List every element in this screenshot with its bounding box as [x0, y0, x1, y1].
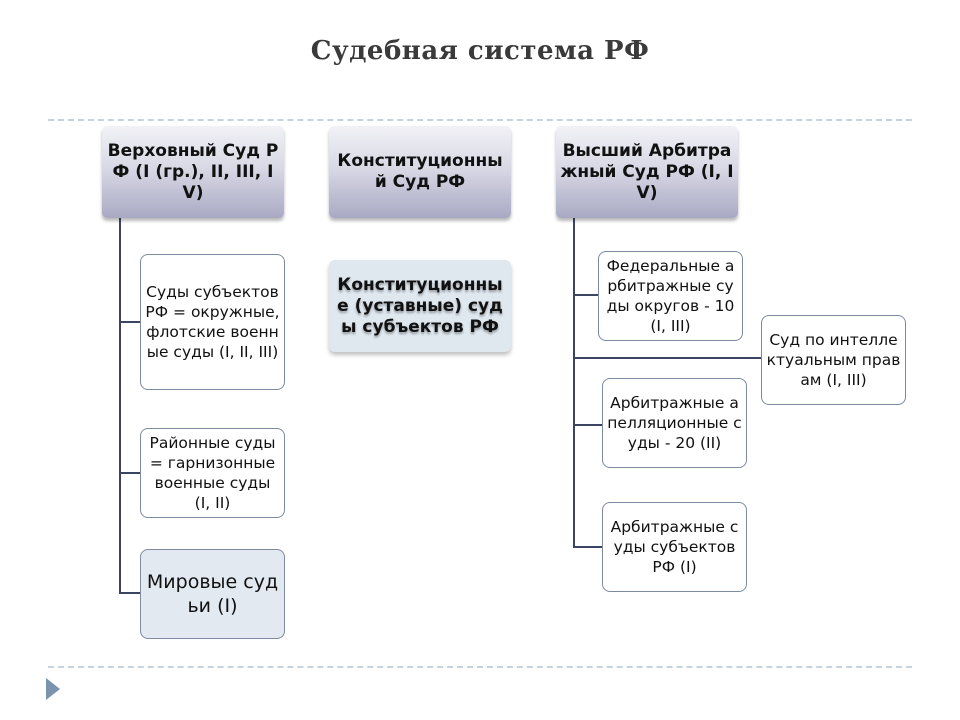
magistrates-box: Мировые судьи (I) [140, 549, 285, 639]
regional-arbitration-courts-box: Арбитражные суды субъектов РФ (I) [602, 502, 747, 592]
regional-arbitration-courts-label: Арбитражные суды субъектов РФ (I) [610, 518, 739, 576]
regional-constitutional-courts-label: Конституционные (уставные) суды субъекто… [337, 274, 503, 337]
district-courts-box: Районные суды = гарнизонные военные суды… [140, 428, 285, 518]
supreme-court-box: Верховный Суд РФ (I (гр.), II, III, IV) [102, 126, 284, 218]
federal-arbitration-courts-box: Федеральные арбитражные суды округов - 1… [598, 251, 743, 341]
page-title: Судебная система РФ [310, 36, 650, 66]
connector-arbitration-appeal [573, 424, 602, 426]
connector-supreme-trunk [119, 218, 121, 594]
ip-court-box: Суд по интеллектуальным правам (I, III) [761, 315, 906, 405]
regional-courts-label: Суды субъектов РФ = окружные, флотские в… [145, 283, 280, 361]
constitutional-court-box: Конституционный Суд РФ [329, 126, 511, 218]
connector-arbitration-federal [573, 294, 598, 296]
federal-arbitration-courts-label: Федеральные арбитражные суды округов - 1… [606, 257, 735, 335]
regional-constitutional-courts-box: Конституционные (уставные) суды субъекто… [329, 260, 511, 352]
regional-courts-box: Суды субъектов РФ = окружные, флотские в… [140, 254, 285, 390]
connector-supreme-regional [119, 321, 140, 323]
bottom-divider [48, 666, 912, 668]
appeal-arbitration-courts-box: Арбитражные апелляционные суды - 20 (II) [602, 378, 747, 468]
connector-arbitration-regional [573, 546, 602, 548]
supreme-court-label: Верховный Суд РФ (I (гр.), II, III, IV) [107, 140, 279, 203]
arbitration-court-label: Высший Арбитражный Суд РФ (I, IV) [560, 140, 734, 203]
appeal-arbitration-courts-label: Арбитражные апелляционные суды - 20 (II) [607, 394, 742, 452]
constitutional-court-label: Конституционный Суд РФ [337, 151, 503, 192]
top-divider [48, 119, 912, 121]
connector-arbitration-ip [573, 357, 761, 359]
connector-arbitration-trunk [573, 218, 575, 548]
arbitration-court-box: Высший Арбитражный Суд РФ (I, IV) [556, 126, 738, 218]
district-courts-label: Районные суды = гарнизонные военные суды… [149, 434, 276, 512]
magistrates-label: Мировые судьи (I) [146, 571, 279, 617]
connector-supreme-district [119, 472, 140, 474]
ip-court-label: Суд по интеллектуальным правам (I, III) [766, 331, 901, 389]
connector-supreme-magistrate [119, 592, 140, 594]
next-slide-arrow-icon[interactable] [46, 678, 60, 700]
